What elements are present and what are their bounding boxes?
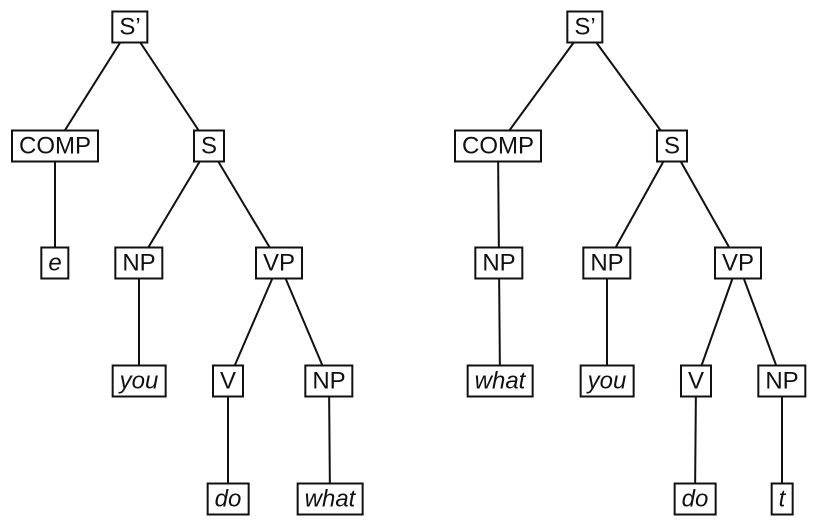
tree-node: do (206, 482, 250, 516)
tree-edge (54, 26, 131, 147)
tree-edge (129, 26, 210, 147)
tree-node: NP (474, 246, 524, 280)
tree-node: e (40, 246, 70, 280)
tree-left-edges (54, 26, 331, 500)
tree-edge (498, 262, 501, 382)
tree-node: S’ (111, 10, 149, 44)
tree-node: NP (757, 364, 807, 398)
tree-node: VP (254, 246, 304, 280)
tree-node: do (673, 482, 717, 516)
tree-edge (671, 145, 739, 264)
tree-edge (208, 145, 280, 264)
tree-node: NP (582, 246, 632, 280)
tree-node: S (192, 129, 226, 163)
tree-node: S (655, 129, 689, 163)
tree-node: V (211, 364, 245, 398)
tree-node: COMP (11, 129, 99, 163)
tree-edge (328, 380, 331, 500)
tree-edge (497, 145, 500, 264)
tree-right-edges (497, 26, 783, 500)
tree-edge (606, 145, 673, 264)
tree-edge (227, 262, 280, 382)
tree-edge (737, 262, 783, 382)
tree-edge (278, 262, 330, 382)
tree-node: t (770, 482, 794, 516)
tree-node: what (466, 364, 534, 398)
tree-edge (695, 262, 739, 382)
tree-node: S’ (566, 10, 604, 44)
tree-edge (497, 26, 586, 147)
tree-edge (694, 380, 697, 500)
tree-node: COMP (454, 129, 542, 163)
tree-node: you (111, 364, 167, 398)
tree-edge (584, 26, 673, 147)
tree-node: you (579, 364, 635, 398)
tree-node: VP (713, 246, 763, 280)
tree-edge (138, 145, 210, 264)
tree-node: NP (114, 246, 164, 280)
tree-node: what (296, 482, 364, 516)
tree-node: V (679, 364, 713, 398)
tree-node: NP (304, 364, 354, 398)
